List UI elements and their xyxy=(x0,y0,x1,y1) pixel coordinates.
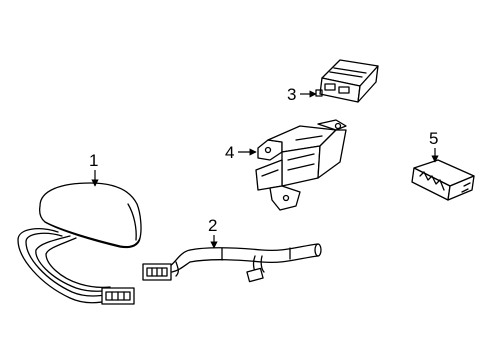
callout-2: 2 xyxy=(208,216,218,249)
callout-3: 3 xyxy=(287,85,317,104)
callout-number-3: 3 xyxy=(287,85,296,104)
callout-number-5: 5 xyxy=(429,129,438,148)
callout-number-4: 4 xyxy=(225,143,234,162)
mounting-bracket-icon xyxy=(256,120,346,210)
wire-harness-icon xyxy=(143,244,321,282)
callout-1: 1 xyxy=(89,151,99,187)
control-module-icon xyxy=(316,60,378,102)
callout-4: 4 xyxy=(225,143,257,162)
callout-5: 5 xyxy=(429,129,439,163)
callout-number-2: 2 xyxy=(208,216,217,235)
antenna-with-harness-icon xyxy=(18,183,141,304)
callout-number-1: 1 xyxy=(89,151,98,170)
receiver-module-icon xyxy=(412,160,474,200)
